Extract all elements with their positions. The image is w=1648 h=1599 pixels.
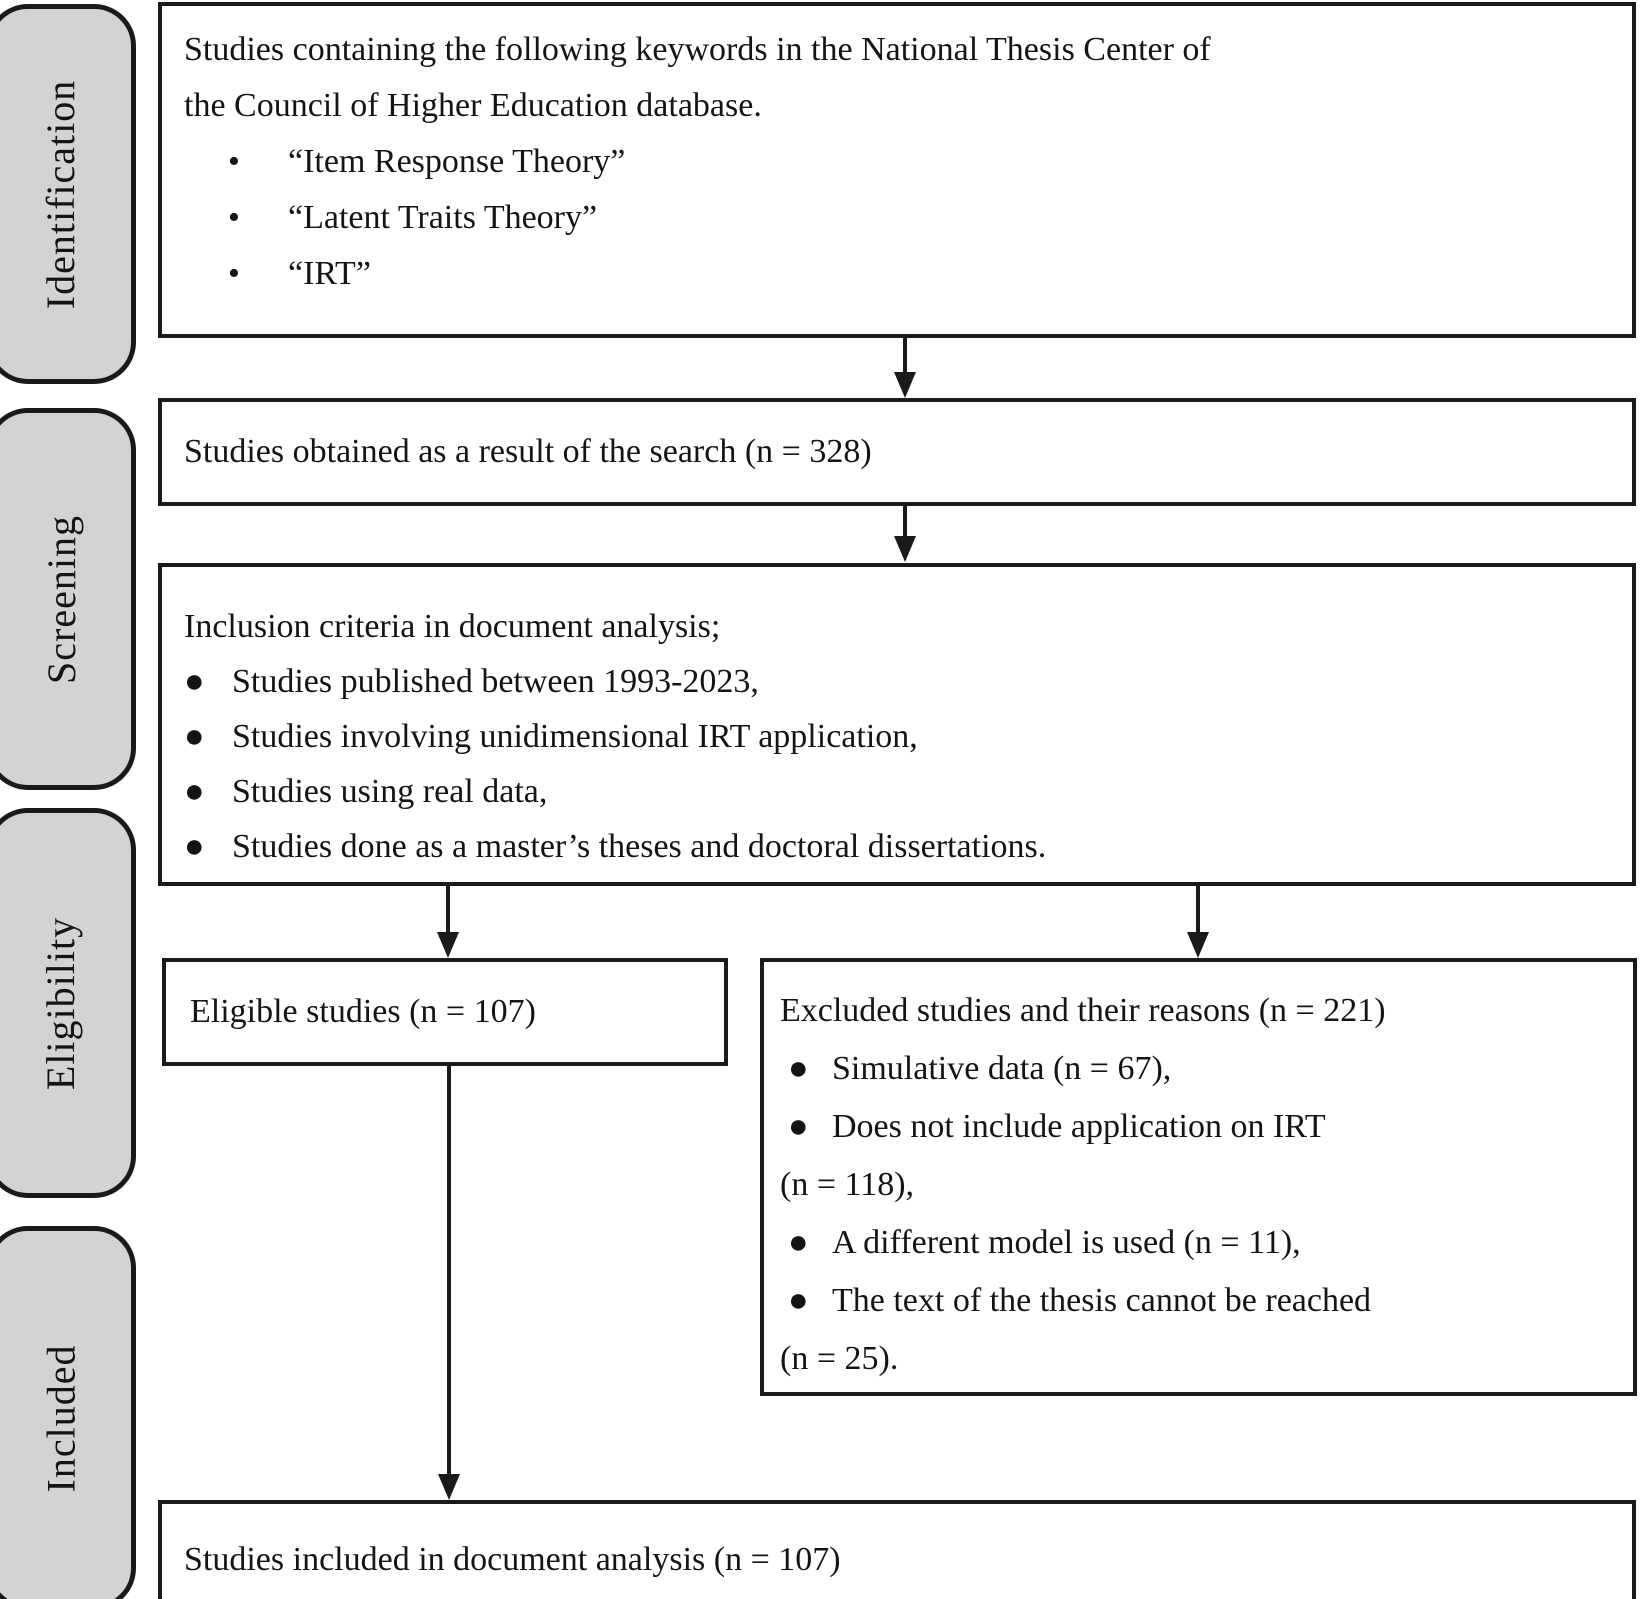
bullet-marker: ● <box>788 1108 809 1145</box>
bullet-marker: • <box>228 143 240 180</box>
excluded-item-2-continuation: (n = 118), <box>780 1166 915 1203</box>
flow-box-inclusion-criteria: Inclusion criteria in document analysis;… <box>158 563 1636 886</box>
stage-eligibility-label: Eligibility <box>38 916 84 1090</box>
excluded-header: Excluded studies and their reasons (n = … <box>780 992 1386 1029</box>
arrow-keywords-to-search-head <box>894 372 916 398</box>
arrow-keywords-to-search-line <box>903 338 907 376</box>
inclusion-bullet-1: Studies published between 1993-2023, <box>232 663 759 700</box>
stage-screening-label: Screening <box>38 514 84 684</box>
bullet-marker: ● <box>184 828 205 865</box>
bullet-marker: • <box>228 199 240 236</box>
arrow-inclusion-to-eligible-line <box>446 886 450 938</box>
keywords-line-2: the Council of Higher Education database… <box>184 87 762 124</box>
arrow-inclusion-to-excluded-head <box>1187 932 1209 958</box>
inclusion-bullet-3: Studies using real data, <box>232 773 548 810</box>
inclusion-bullet-row: ● Studies done as a master’s theses and … <box>184 819 1608 874</box>
excluded-bullet-row: ● Simulative data (n = 67), <box>780 1040 1619 1098</box>
excluded-item-4: The text of the thesis cannot be reached <box>832 1282 1372 1319</box>
keywords-bullet-1: “Item Response Theory” <box>288 143 626 180</box>
inclusion-header: Inclusion criteria in document analysis; <box>184 608 721 645</box>
keywords-bullet-3: “IRT” <box>288 255 371 292</box>
stage-included-label: Included <box>38 1344 84 1492</box>
inclusion-bullet-2: Studies involving unidimensional IRT app… <box>232 718 918 755</box>
stage-eligibility: Eligibility <box>0 808 136 1198</box>
stage-identification: Identification <box>0 4 136 384</box>
inclusion-bullet-row: ● Studies using real data, <box>184 764 1608 819</box>
excluded-item-3: A different model is used (n = 11), <box>832 1224 1301 1261</box>
flow-box-excluded: Excluded studies and their reasons (n = … <box>760 958 1637 1396</box>
included-text: Studies included in document analysis (n… <box>184 1541 841 1578</box>
inclusion-bullet-row: ● Studies published between 1993-2023, <box>184 654 1608 709</box>
bullet-marker: ● <box>788 1050 809 1087</box>
arrow-eligible-to-included-head <box>438 1474 460 1500</box>
flow-box-eligible: Eligible studies (n = 107) <box>162 958 728 1066</box>
bullet-marker: ● <box>788 1224 809 1261</box>
excluded-item-1: Simulative data (n = 67), <box>832 1050 1172 1087</box>
arrow-search-to-inclusion-head <box>894 536 916 562</box>
excluded-bullet-row: ● The text of the thesis cannot be reach… <box>780 1272 1619 1330</box>
arrow-inclusion-to-excluded-line <box>1196 886 1200 938</box>
excluded-bullet-row: ● A different model is used (n = 11), <box>780 1214 1619 1272</box>
flow-box-search-result: Studies obtained as a result of the sear… <box>158 398 1636 506</box>
excluded-item-2: Does not include application on IRT <box>832 1108 1326 1145</box>
inclusion-bullet-row: ● Studies involving unidimensional IRT a… <box>184 709 1608 764</box>
bullet-marker: ● <box>788 1282 809 1319</box>
search-result-text: Studies obtained as a result of the sear… <box>184 433 872 470</box>
keywords-bullet-row: • “Latent Traits Theory” <box>184 190 1608 246</box>
excluded-item-4-continuation: (n = 25). <box>780 1340 899 1377</box>
flow-box-included: Studies included in document analysis (n… <box>158 1500 1636 1599</box>
bullet-marker: ● <box>184 773 205 810</box>
eligible-text: Eligible studies (n = 107) <box>190 993 536 1030</box>
arrow-search-to-inclusion-line <box>903 506 907 540</box>
stage-included: Included <box>0 1226 136 1599</box>
bullet-marker: ● <box>184 663 205 700</box>
bullet-marker: • <box>228 255 240 292</box>
keywords-line-1: Studies containing the following keyword… <box>184 31 1211 68</box>
excluded-bullet-row: ● Does not include application on IRT <box>780 1098 1619 1156</box>
keywords-bullet-row: • “IRT” <box>184 246 1608 302</box>
inclusion-bullet-4: Studies done as a master’s theses and do… <box>232 828 1047 865</box>
keywords-bullet-2: “Latent Traits Theory” <box>288 199 598 236</box>
stage-identification-label: Identification <box>38 79 84 309</box>
flow-box-keywords: Studies containing the following keyword… <box>158 2 1636 338</box>
arrow-inclusion-to-eligible-head <box>437 932 459 958</box>
stage-screening: Screening <box>0 408 136 790</box>
bullet-marker: ● <box>184 718 205 755</box>
arrow-eligible-to-included-line <box>447 1066 451 1476</box>
keywords-bullet-row: • “Item Response Theory” <box>184 134 1608 190</box>
